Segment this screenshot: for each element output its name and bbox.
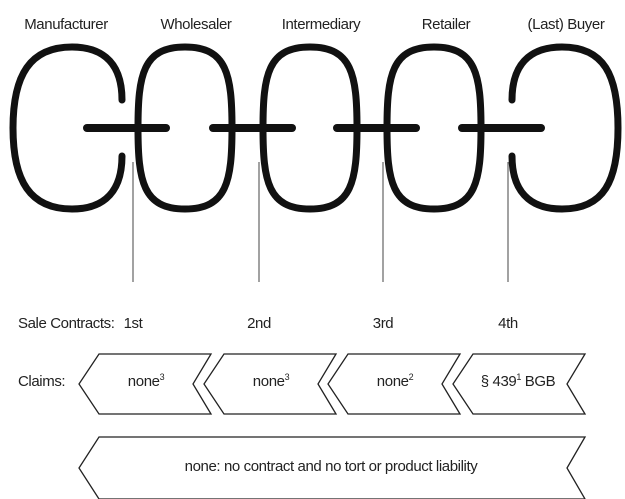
claim-1-footnote: 3 xyxy=(159,372,165,382)
contract-ordinal-1: 1st xyxy=(123,315,143,332)
claim-3: none2 xyxy=(376,372,414,390)
bottom-arrow xyxy=(78,436,587,499)
claim-1: none3 xyxy=(127,372,165,390)
chain-link-retailer xyxy=(383,43,485,213)
party-label-wholesaler: Wholesaler xyxy=(160,16,232,33)
claim-4-text: § 439 xyxy=(480,373,517,390)
chain-link-manufacturer xyxy=(9,43,126,213)
chain-link-wholesaler xyxy=(134,43,236,213)
claim-1-text: none xyxy=(127,373,160,390)
claim-4: § 4391 BGB xyxy=(480,372,556,390)
claim-arrow-3 xyxy=(327,353,462,415)
claim-3-text: none xyxy=(376,373,409,390)
claim-arrow-4 xyxy=(452,353,587,415)
sale-contracts-label: Sale Contracts: xyxy=(18,315,115,332)
contract-lines xyxy=(132,162,509,282)
contract-ordinal-2: 2nd xyxy=(247,315,271,332)
contract-ordinal-4: 4th xyxy=(498,315,518,332)
chain-link-last-buyer xyxy=(508,43,622,213)
claim-arrow-2 xyxy=(203,353,338,415)
bottom-arrow-text: none: no contract and no tort or product… xyxy=(184,458,478,475)
claim-4-suffix: BGB xyxy=(520,373,556,390)
party-label-intermediary: Intermediary xyxy=(281,16,361,33)
party-label-manufacturer: Manufacturer xyxy=(24,16,108,33)
claim-2: none3 xyxy=(252,372,290,390)
claim-arrows xyxy=(78,353,587,499)
claim-3-footnote: 2 xyxy=(408,372,414,382)
claim-2-footnote: 3 xyxy=(284,372,290,382)
party-label-retailer: Retailer xyxy=(421,16,471,33)
claim-arrow-1 xyxy=(78,353,213,415)
party-label-last-buyer: (Last) Buyer xyxy=(527,16,605,33)
contract-ordinal-3: 3rd xyxy=(372,315,394,332)
chain xyxy=(9,43,622,213)
claim-4-footnote: 1 xyxy=(516,372,521,382)
claim-2-text: none xyxy=(252,373,285,390)
chain-link-intermediary xyxy=(259,43,361,213)
claims-label: Claims: xyxy=(18,373,66,390)
